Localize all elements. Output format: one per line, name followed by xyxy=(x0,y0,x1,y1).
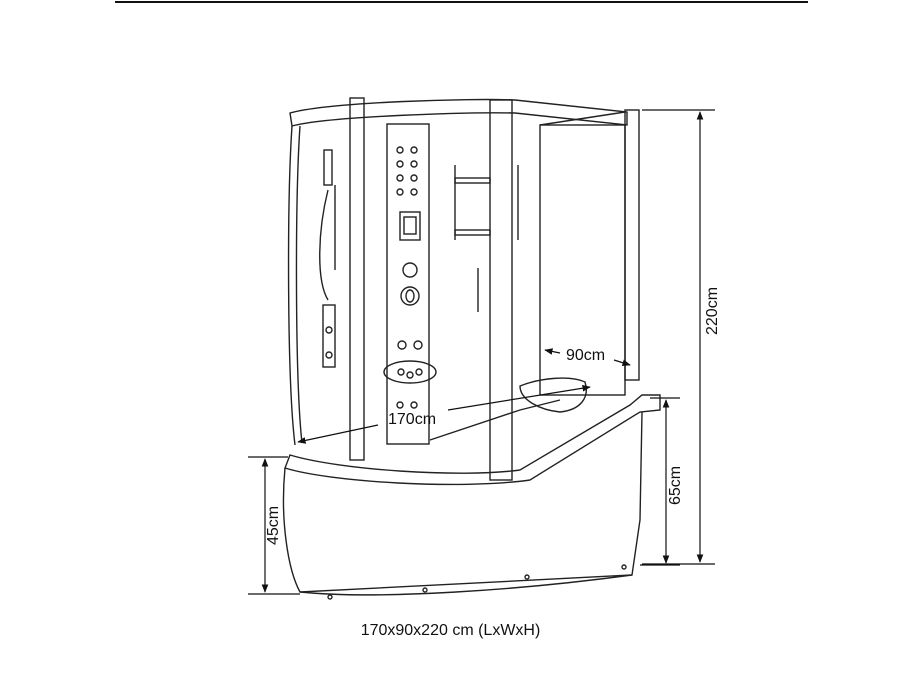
cabin-drawing xyxy=(282,97,661,600)
height-label: 220cm xyxy=(704,287,721,335)
left-glass-panel xyxy=(287,125,296,446)
control-knob xyxy=(402,262,418,278)
body-jets xyxy=(396,146,418,196)
tray-rim xyxy=(284,394,661,486)
bath-apron xyxy=(282,411,643,593)
control-column xyxy=(386,123,430,445)
left-post xyxy=(349,97,365,461)
towel-bars xyxy=(454,165,519,312)
dimension-lines xyxy=(248,109,715,595)
width-dimension-line xyxy=(544,348,561,355)
right-frame xyxy=(624,109,640,381)
shower-set xyxy=(319,149,336,368)
seat-height-label: 45cm xyxy=(265,506,282,545)
width-label: 90cm xyxy=(566,347,605,364)
foot-massage xyxy=(383,360,437,384)
caption: 170x90x220 cm (LxWxH) xyxy=(360,622,541,639)
length-dimension-line xyxy=(297,424,379,444)
roof-frame xyxy=(289,98,628,127)
control-display xyxy=(399,211,421,241)
right-post xyxy=(489,99,513,481)
length-label: 170cm xyxy=(388,411,436,428)
seat xyxy=(519,377,587,413)
tray-height-label: 65cm xyxy=(667,466,684,505)
